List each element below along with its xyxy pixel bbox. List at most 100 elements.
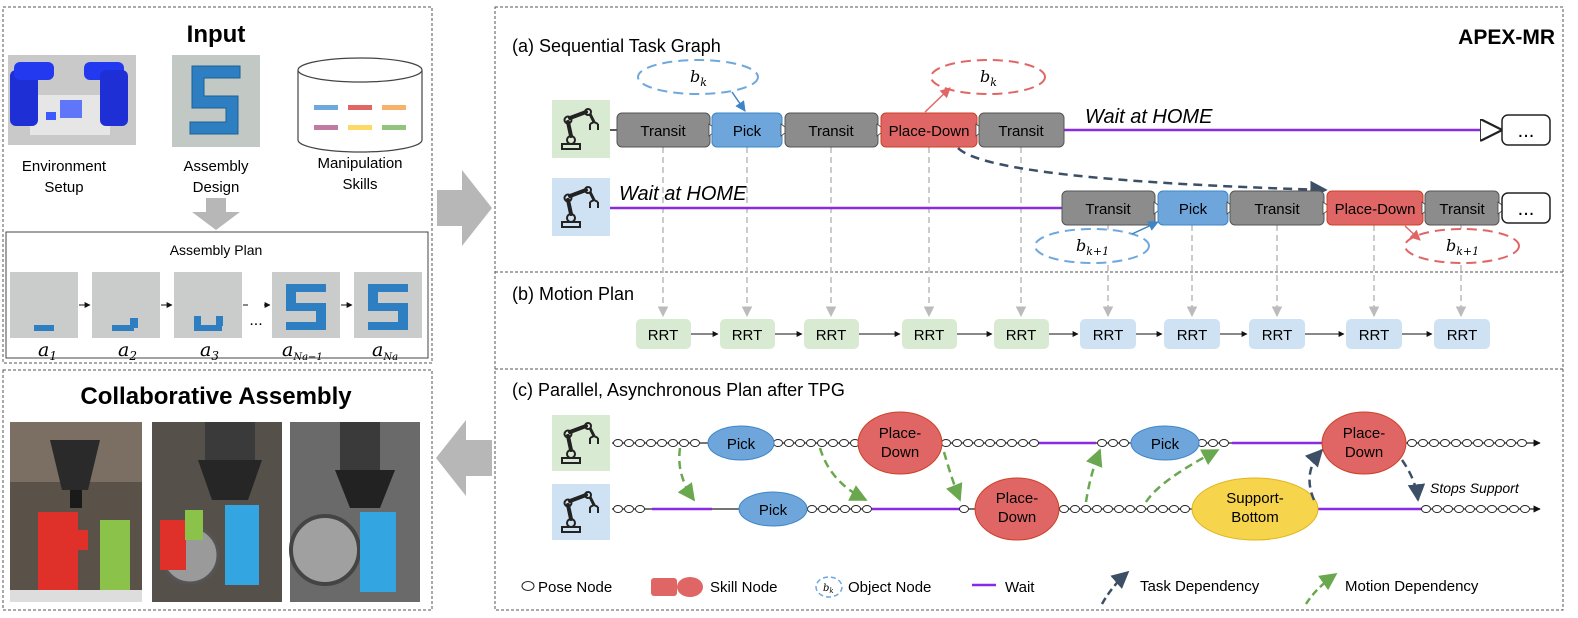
robot1-node-transit-3: Transit xyxy=(978,112,1065,148)
robot1-pose-node-20 xyxy=(985,439,995,447)
robot2-pose-node-9 xyxy=(959,505,969,513)
robot2-pose-node-18 xyxy=(1147,505,1157,513)
legend: Pose Node Skill Node bk Object Node Wait… xyxy=(521,570,1479,605)
legend-pose-label: Pose Node xyxy=(538,579,612,596)
svg-text:RRT: RRT xyxy=(816,327,847,344)
svg-text:bk: bk xyxy=(980,67,997,89)
robot1-node-transit-1: Transit xyxy=(616,112,711,148)
design-label-line1: Assembly xyxy=(183,158,249,175)
robot2-wait-label: Wait at HOME xyxy=(619,183,747,205)
svg-text:Support-: Support- xyxy=(1226,490,1284,507)
skills-label-line1: Manipulation xyxy=(317,155,402,172)
input-panel xyxy=(2,6,433,364)
svg-text:RRT: RRT xyxy=(1447,327,1478,344)
rrt-node-5: RRT xyxy=(994,319,1049,349)
svg-text:Place-Down: Place-Down xyxy=(1335,201,1416,218)
parallel-motion-dependencies xyxy=(677,447,1220,503)
svg-text:Place-: Place- xyxy=(996,490,1039,507)
plan-ellipsis: ... xyxy=(249,312,262,329)
svg-text:Pick: Pick xyxy=(1151,436,1180,453)
svg-text:RRT: RRT xyxy=(732,327,763,344)
plan-step-2 xyxy=(92,272,160,338)
legend-wait-label: Wait xyxy=(1005,579,1035,596)
robot1-pose-node-26 xyxy=(1108,439,1118,447)
rrt-node-1: RRT xyxy=(636,319,691,349)
legend-object-label: Object Node xyxy=(848,579,931,596)
rrt-node-3: RRT xyxy=(804,319,859,349)
parallel-r1-place-down-2: Place- Down xyxy=(1321,411,1407,475)
object-node-top-1: bk xyxy=(637,59,759,95)
robot1-pose-node-22 xyxy=(1007,439,1017,447)
svg-text:RRT: RRT xyxy=(1177,327,1208,344)
robot2-pose-node-4 xyxy=(818,505,828,513)
svg-text:RRT: RRT xyxy=(1262,327,1293,344)
robot2-pose-node-6 xyxy=(840,505,850,513)
svg-text:RRT: RRT xyxy=(1006,327,1037,344)
robot1-ellipsis-box xyxy=(1501,114,1551,146)
legend-object-icon xyxy=(815,576,843,598)
robot2-ellipsis-box xyxy=(1501,192,1551,224)
svg-text:a3: a3 xyxy=(200,339,219,363)
rrt-node-2: RRT xyxy=(720,319,775,349)
svg-text:bk: bk xyxy=(690,67,707,89)
legend-motion-label: Motion Dependency xyxy=(1345,578,1479,595)
robot1-node-place-down: Place-Down xyxy=(880,112,978,148)
rrt-node-9: RRT xyxy=(1346,319,1402,349)
svg-text:Transit: Transit xyxy=(1254,201,1300,218)
robot2-pose-node-8 xyxy=(862,505,872,513)
robot1-pose-node-12 xyxy=(817,439,827,447)
robot2-pose-node-28 xyxy=(1487,505,1497,513)
parallel-title: (c) Parallel, Asynchronous Plan after TP… xyxy=(512,380,845,400)
robot1-pose-node-35 xyxy=(1451,439,1461,447)
robot2-node-transit-2: Transit xyxy=(1229,190,1325,226)
robot1-pose-node-37 xyxy=(1473,439,1483,447)
robot1-pose-node-17 xyxy=(952,439,962,447)
parallel-robot2-pose-nodes xyxy=(613,505,1530,513)
plan-step-4 xyxy=(272,272,340,338)
robot2-ellipsis: ... xyxy=(1518,198,1535,220)
object-node-bottom-2: bk+1 xyxy=(1404,228,1520,264)
robot1-pose-node-27 xyxy=(1119,439,1129,447)
robot1-pose-node-7 xyxy=(690,439,700,447)
plan-step-1 xyxy=(10,272,78,338)
robot1-pose-node-38 xyxy=(1484,439,1494,447)
legend-motion-icon xyxy=(1304,572,1338,605)
robot2-pose-node-17 xyxy=(1136,505,1146,513)
legend-skill-label: Skill Node xyxy=(710,579,778,596)
environment-setup-image xyxy=(8,55,136,145)
robot1-pose-node-41 xyxy=(1517,439,1527,447)
svg-text:RRT: RRT xyxy=(1093,327,1124,344)
robot1-icon-tpg xyxy=(552,100,610,158)
robot2-icon-parallel xyxy=(552,484,610,540)
svg-text:RRT: RRT xyxy=(648,327,679,344)
robot2-pose-node-2 xyxy=(635,505,645,513)
object-bottom-2-arrow xyxy=(1404,225,1421,241)
assembly-plan-title: Assembly Plan xyxy=(170,242,263,258)
robot2-node-transit-3: Transit xyxy=(1424,190,1500,226)
svg-text:RRT: RRT xyxy=(1359,327,1390,344)
robot2-pose-node-30 xyxy=(1509,505,1519,513)
robot2-pose-node-19 xyxy=(1158,505,1168,513)
robot1-icon-parallel xyxy=(552,415,610,471)
robot2-pose-node-21 xyxy=(1180,505,1190,513)
plan-step-3 xyxy=(174,272,242,338)
legend-task-label: Task Dependency xyxy=(1140,578,1260,595)
robot1-pose-node-18 xyxy=(963,439,973,447)
object-top-2-arrow xyxy=(924,87,951,113)
robot2-pose-node-31 xyxy=(1520,505,1530,513)
collab-title: Collaborative Assembly xyxy=(80,383,352,410)
robot2-pose-node-12 xyxy=(1081,505,1091,513)
collab-panel xyxy=(2,369,433,611)
brand-label: APEX-MR xyxy=(1458,26,1555,49)
svg-text:Pick: Pick xyxy=(727,436,756,453)
rrt-node-6: RRT xyxy=(1080,319,1136,349)
collab-photo-3 xyxy=(289,422,420,602)
assembly-design-image xyxy=(172,55,260,147)
svg-text:Bottom: Bottom xyxy=(1231,509,1279,526)
robot1-pose-node-10 xyxy=(795,439,805,447)
robot1-pose-node-24 xyxy=(1029,439,1039,447)
svg-text:a2: a2 xyxy=(118,339,137,363)
svg-text:Place-Down: Place-Down xyxy=(889,123,970,140)
design-label-line2: Design xyxy=(193,179,240,196)
svg-text:Place-: Place- xyxy=(1343,425,1386,442)
